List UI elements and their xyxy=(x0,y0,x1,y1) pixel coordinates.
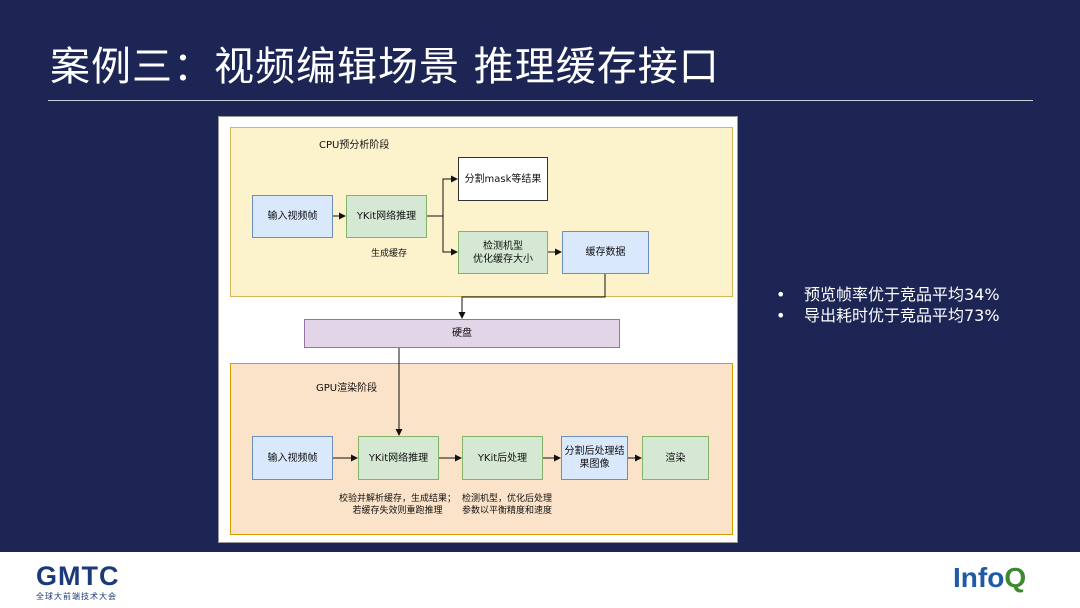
segmentation-result-label: 分割mask等结果 xyxy=(464,173,542,185)
cpu-ykit-inference-node: YKit网络推理 xyxy=(346,195,427,238)
slide-title: 案例三：视频编辑场景 推理缓存接口 xyxy=(50,44,720,90)
footer-bar: GMTC 全球大前端技术大会 InfoQ xyxy=(0,552,1080,608)
disk-label: 硬盘 xyxy=(452,328,472,339)
infoq-logo-main: Info xyxy=(953,562,1005,593)
generate-cache-label: 生成缓存 xyxy=(371,249,408,259)
seg-postprocess-image-label: 分割后处理结 果图像 xyxy=(564,446,625,470)
bullet-item-preview-fps: • 预览帧率优于竞品平均34% xyxy=(776,284,1000,305)
note-validate-cache: 校验并解析缓存，生成结果； 若缓存失效则重跑推理 xyxy=(339,494,457,516)
note-detect-postprocess: 检测机型，优化后处理 参数以平衡精度和速度 xyxy=(462,494,553,516)
gmtc-logo: GMTC 全球大前端技术大会 xyxy=(36,562,119,602)
detect-device-node: 检测机型 优化缓存大小 xyxy=(458,231,548,274)
bullet-text: 导出耗时优于竞品平均73% xyxy=(804,306,1000,325)
bullet-dot: • xyxy=(776,285,786,304)
gpu-ykit-inference-label: YKit网络推理 xyxy=(368,452,429,464)
cpu-input-frame-node: 输入视频帧 xyxy=(252,195,333,238)
render-node: 渲染 xyxy=(642,436,709,480)
gpu-input-frame-node: 输入视频帧 xyxy=(252,436,333,480)
cpu-ykit-inference-label: YKit网络推理 xyxy=(356,211,417,222)
gpu-ykit-inference-node: YKit网络推理 xyxy=(358,436,439,480)
gmtc-logo-mark: GMTC xyxy=(36,561,120,591)
flow-diagram: CPU预分析阶段 GPU渲染阶段 输入视频帧 YKit网络推理 分割mask等结… xyxy=(218,116,738,543)
infoq-logo: InfoQ xyxy=(953,562,1026,594)
ykit-postprocess-label: YKit后处理 xyxy=(477,452,528,464)
detect-device-label: 检测机型 优化缓存大小 xyxy=(473,240,533,265)
disk-node: 硬盘 xyxy=(304,319,620,348)
gpu-input-frame-label: 输入视频帧 xyxy=(267,452,318,464)
title-divider xyxy=(48,100,1033,101)
ykit-postprocess-node: YKit后处理 xyxy=(462,436,543,480)
bullet-text: 预览帧率优于竞品平均34% xyxy=(804,285,1000,304)
gmtc-logo-tagline: 全球大前端技术大会 xyxy=(36,592,117,601)
infoq-logo-q: Q xyxy=(1004,562,1027,593)
cpu-stage-label: CPU预分析阶段 xyxy=(319,140,390,151)
seg-postprocess-image-node: 分割后处理结 果图像 xyxy=(561,436,628,480)
gpu-stage-label: GPU渲染阶段 xyxy=(316,383,378,394)
bullet-item-export-time: • 导出耗时优于竞品平均73% xyxy=(776,305,1000,326)
segmentation-result-node: 分割mask等结果 xyxy=(458,157,548,201)
bullet-dot: • xyxy=(776,306,786,325)
slide-background: 案例三：视频编辑场景 推理缓存接口 CPU预分析阶段 GPU渲染阶段 输入视频帧… xyxy=(0,0,1080,552)
result-bullet-list: • 预览帧率优于竞品平均34% • 导出耗时优于竞品平均73% xyxy=(776,284,1000,326)
cache-data-label: 缓存数据 xyxy=(585,247,626,258)
cpu-input-frame-label: 输入视频帧 xyxy=(267,211,318,222)
cache-data-node: 缓存数据 xyxy=(562,231,649,274)
render-label: 渲染 xyxy=(665,452,686,464)
